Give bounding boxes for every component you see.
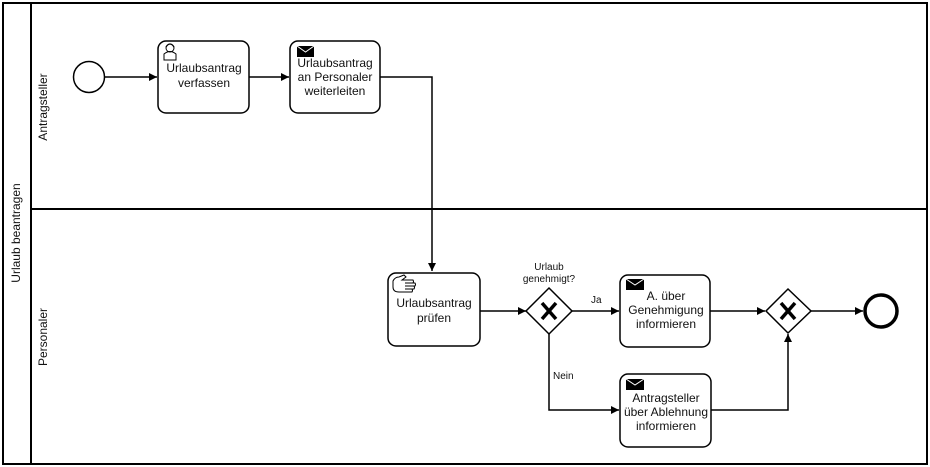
lane-label-antragsteller: Antragsteller [36,73,50,140]
envelope-icon [296,45,315,57]
exclusive-gateway-merge[interactable] [764,287,813,335]
task-box [387,272,481,347]
envelope-icon [625,278,645,290]
exclusive-gateway-split[interactable] [524,286,574,336]
flow-label-nein: Nein [553,371,574,382]
gateway-question-line2: genehmigt? [523,274,576,285]
task-label-line1: A. über [647,289,686,303]
task-ablehnung-informieren[interactable]: Antragsteller über Ablehnung informieren [619,373,712,448]
x-marker-icon [540,301,558,321]
sequence-flows [105,73,863,414]
pool-label: Urlaub beantragen [9,183,23,282]
task-box [619,274,711,348]
task-label-line2: prüfen [417,311,451,325]
task-label-line1: Antragsteller [632,391,699,405]
task-label-line2: Genehmigung [628,303,703,317]
task-box [619,373,712,448]
task-label-line3: informieren [636,317,696,331]
task-label-line2: an Personaler [298,70,373,84]
manual-hand-icon [392,274,416,293]
flow-ablehnung-to-merge [711,334,792,411]
task-label-line3: informieren [636,419,696,433]
task-label-line1: Urlaubsantrag [396,296,471,310]
task-label-line2: verfassen [178,76,230,90]
flow-gateway-to-ablehnung [548,333,619,414]
flow-weiterleiten-to-pruefen [380,76,436,271]
start-event[interactable] [72,60,106,94]
user-icon [163,43,177,61]
x-marker-icon [779,301,797,321]
lane-label-personaler: Personaler [36,308,50,366]
gateway-question-line1: Urlaub [534,262,564,273]
task-urlaubsantrag-weiterleiten[interactable]: Urlaubsantrag an Personaler weiterleiten [289,40,381,114]
task-urlaubsantrag-pruefen[interactable]: Urlaubsantrag prüfen [387,272,481,347]
task-label-line2: über Ablehnung [624,405,708,419]
end-event[interactable] [863,293,899,329]
task-label-line1: Urlaubsantrag [297,56,372,70]
task-box [157,40,250,114]
task-box [289,40,381,114]
task-label-line3: weiterleiten [304,84,366,98]
task-genehmigung-informieren[interactable]: A. über Genehmigung informieren [619,274,711,348]
flow-label-ja: Ja [591,295,602,306]
envelope-icon [625,378,645,390]
task-urlaubsantrag-verfassen[interactable]: Urlaubsantrag verfassen [157,40,250,114]
task-label-line1: Urlaubsantrag [166,61,241,75]
